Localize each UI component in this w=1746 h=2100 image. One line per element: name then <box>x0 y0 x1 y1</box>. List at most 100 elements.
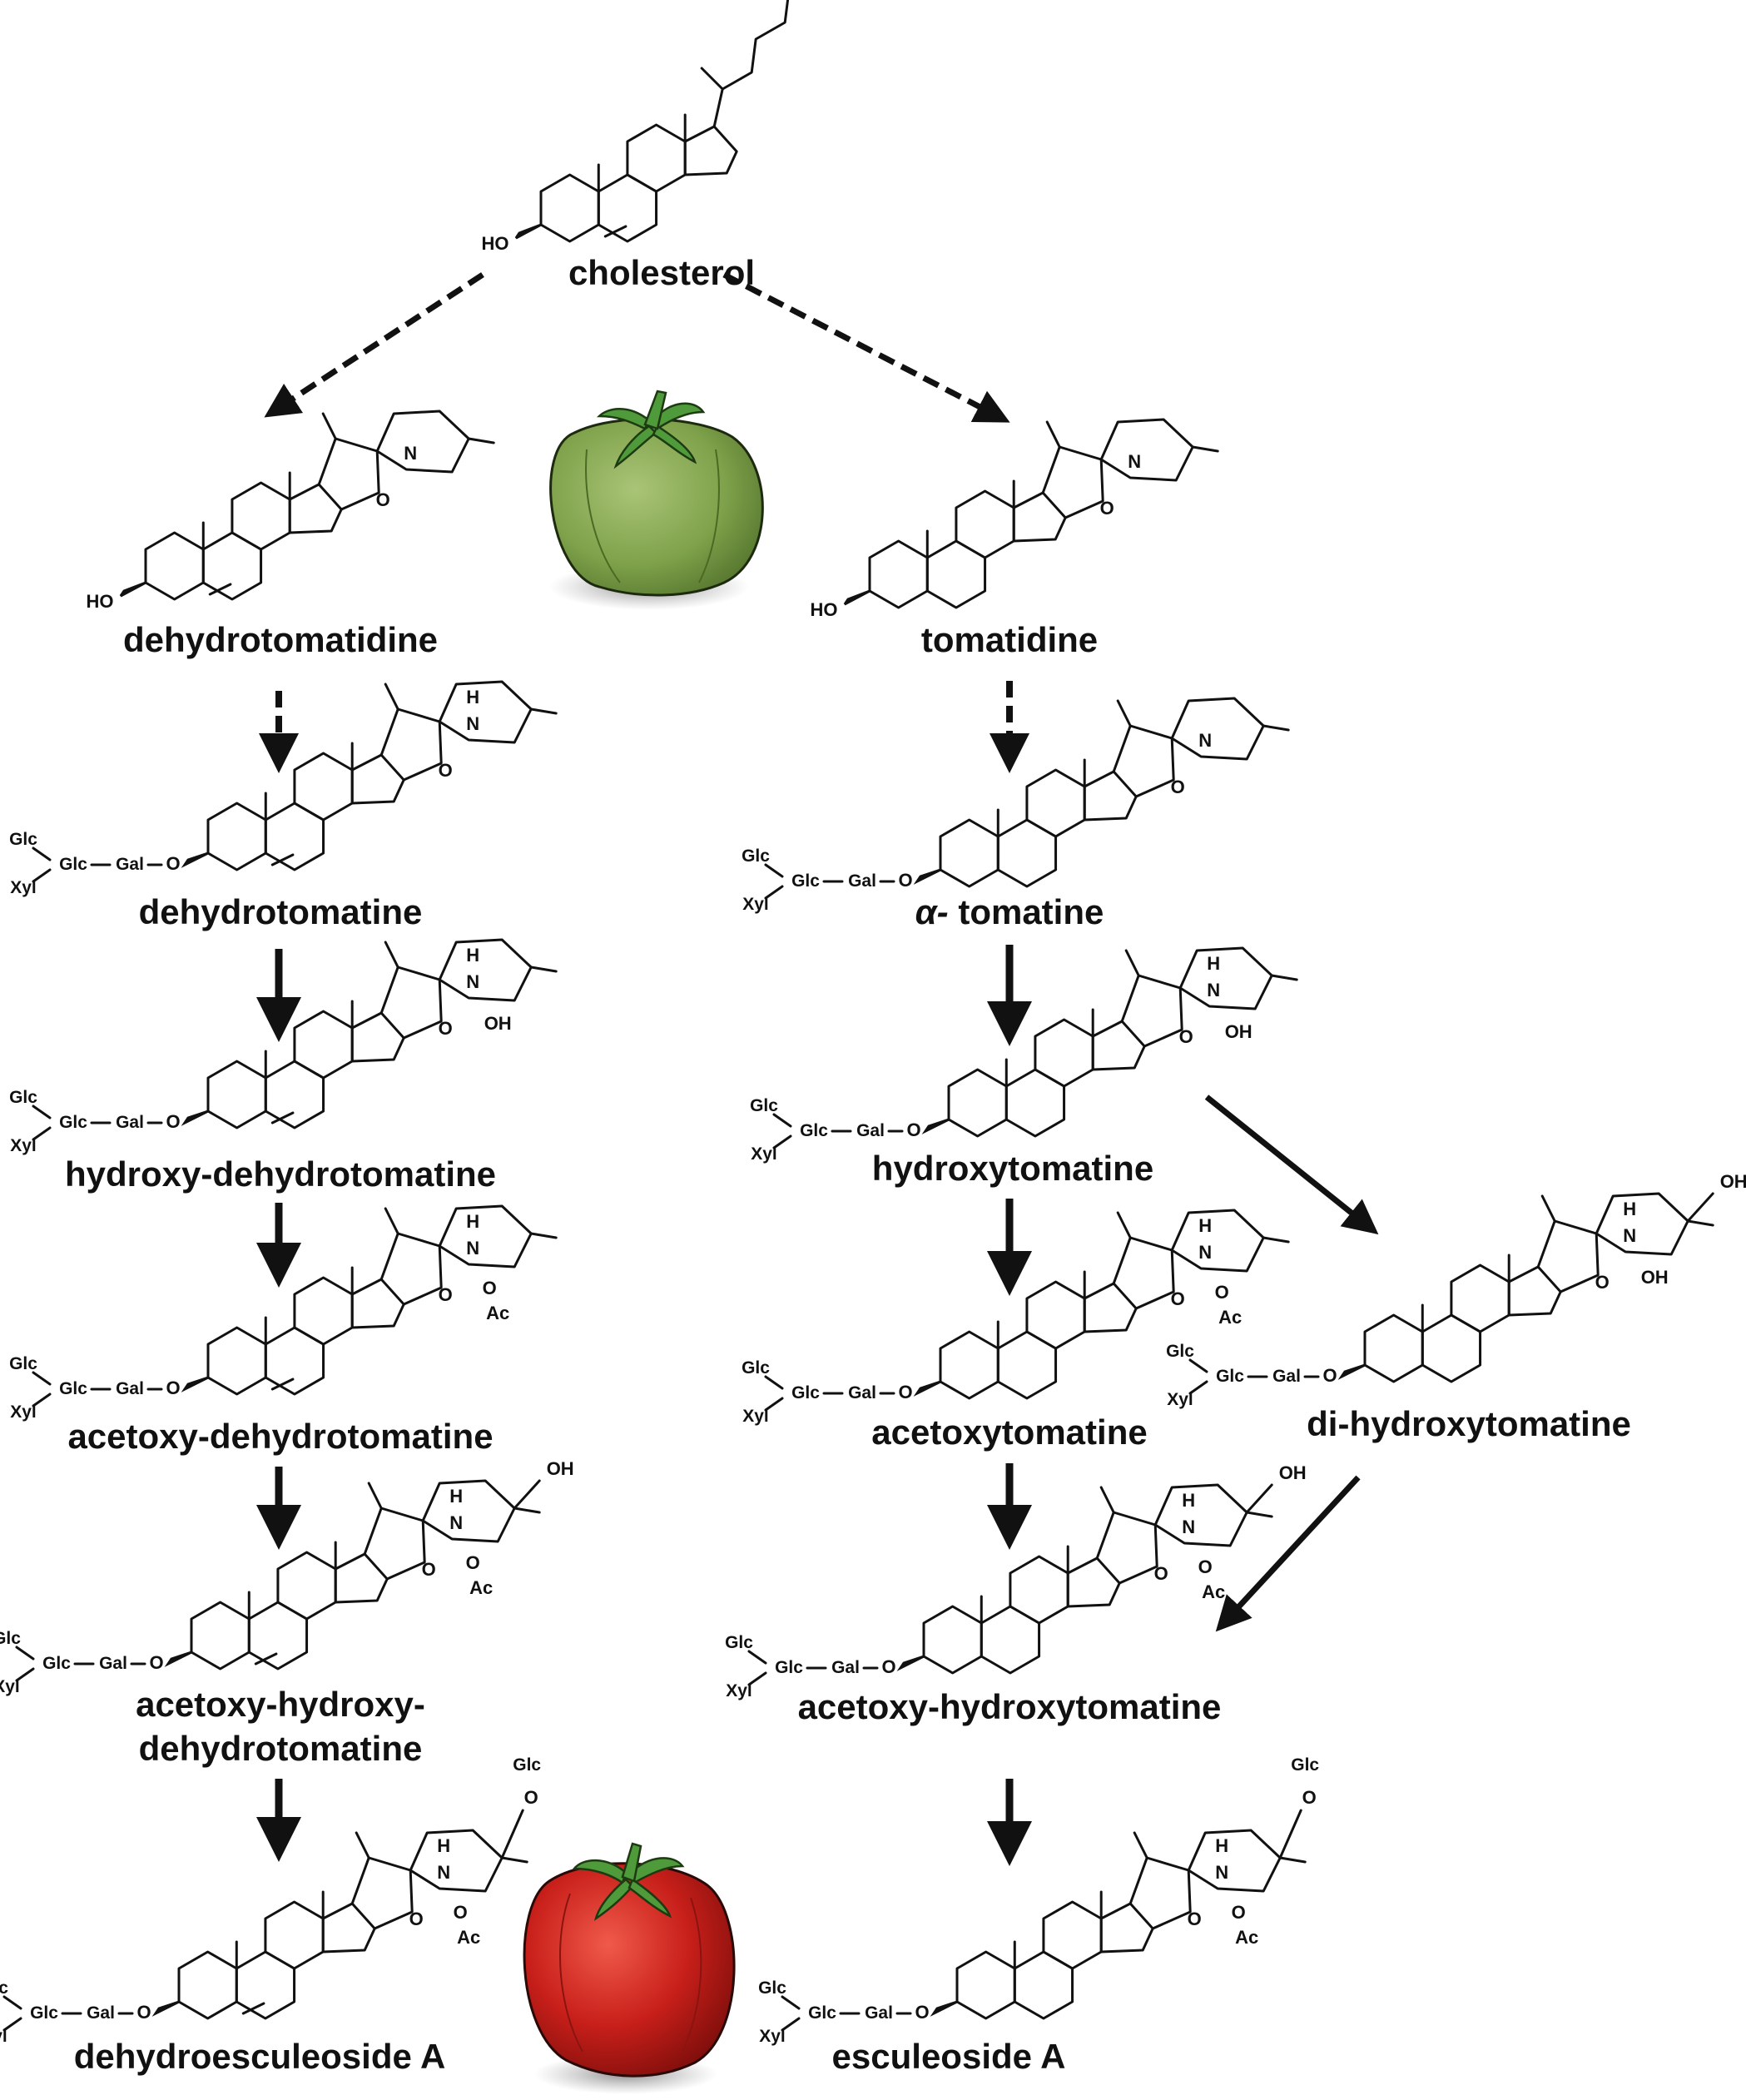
atom-o: O <box>915 2002 929 2023</box>
sugar-glc-1: Glc <box>9 1088 37 1107</box>
ring-c <box>293 752 354 822</box>
ring-f <box>1178 946 1273 1010</box>
ring-e <box>363 1507 426 1581</box>
atom-o-ring: O <box>376 489 390 510</box>
structure-cholesterol: HO <box>482 0 790 254</box>
ring-f <box>1099 418 1194 482</box>
sugar-gal: Gal <box>116 855 144 874</box>
atom-n: N <box>466 971 479 992</box>
atom-o: O <box>906 1120 920 1140</box>
ring-d <box>1099 1902 1154 1954</box>
sugar-glc-27: Glc <box>1291 1755 1319 1775</box>
sugar-glc-2: Glc <box>59 1379 87 1398</box>
xyl-branch <box>764 885 784 900</box>
sugar-glc-2: Glc <box>791 1383 820 1402</box>
atom-ac: Ac <box>1218 1307 1242 1328</box>
ring-f <box>375 410 470 474</box>
sugar-gal: Gal <box>1272 1367 1301 1386</box>
atom-n: N <box>1128 451 1141 472</box>
atom-o: O <box>881 1656 895 1677</box>
ring-b <box>264 1060 325 1129</box>
ring-b <box>235 1950 296 2020</box>
sugar-glc-1: Glc <box>9 830 37 849</box>
arrow-to-di-hydroxytomatine <box>1204 1095 1379 1235</box>
atom-o-ring: O <box>439 760 453 781</box>
methyl-c25 <box>1278 1856 1307 1864</box>
sugar-gal: Gal <box>831 1658 860 1677</box>
ring-a <box>206 1326 267 1396</box>
ring-b <box>264 1326 325 1396</box>
ring-d <box>683 125 738 176</box>
double-bond <box>270 1111 295 1124</box>
glc-branch <box>32 846 52 861</box>
ring-c <box>1450 1263 1510 1333</box>
label-acetoxy-dehydrotomatine: acetoxy-dehydrotomatine <box>67 1417 493 1456</box>
xyl-branch <box>781 2017 801 2032</box>
atom-o: O <box>898 1382 912 1402</box>
atom-o-ring: O <box>422 1559 436 1580</box>
atom-n: N <box>1198 730 1212 751</box>
sugar-glc-1: Glc <box>758 1978 786 1998</box>
atom-h: H <box>466 945 479 966</box>
sugar-glc-2: Glc <box>808 2003 836 2023</box>
atom-n: N <box>404 443 417 464</box>
ring-d <box>1012 491 1067 543</box>
sugar-xyl: Xyl <box>726 1681 752 1700</box>
label-tomatidine: tomatidine <box>921 620 1098 659</box>
atom-ho: HO <box>811 599 838 620</box>
methyl-c20 <box>384 1207 399 1235</box>
ring-b <box>597 173 658 243</box>
sugar-glc-1: Glc <box>750 1096 778 1115</box>
atom-ac: Ac <box>469 1577 493 1598</box>
methyl-c20 <box>1540 1194 1556 1223</box>
double-bond <box>603 225 627 238</box>
sugar-glc-2: Glc <box>800 1121 828 1140</box>
ring-e <box>379 1232 443 1306</box>
ring-e <box>350 1856 414 1930</box>
wedge-bond <box>181 851 209 868</box>
atom-h: H <box>466 687 479 707</box>
ring-c <box>626 123 687 193</box>
sugar-xyl: Xyl <box>759 2027 786 2046</box>
ring-f <box>1170 1209 1265 1273</box>
ring-a <box>947 1068 1008 1138</box>
ring-b <box>925 539 987 609</box>
label-alpha-tomatine: α- tomatine <box>915 892 1104 931</box>
ring-b <box>980 1605 1041 1675</box>
sugar-gal: Gal <box>99 1654 127 1673</box>
methyl-c20 <box>1124 949 1140 977</box>
wedge-bond <box>921 1118 950 1134</box>
atom-o-ac: O <box>483 1278 497 1298</box>
sugar-glc-1: Glc <box>9 1354 37 1373</box>
methyl-c25 <box>529 707 558 715</box>
sugar-gal: Gal <box>87 2003 115 2023</box>
label-hydroxy-dehydrotomatine: hydroxy-dehydrotomatine <box>65 1154 496 1194</box>
sugar-glc-2: Glc <box>791 871 820 891</box>
ch2o <box>500 1809 524 1859</box>
ring-e <box>1128 1856 1192 1930</box>
ring-f <box>438 680 533 744</box>
ring-d <box>1083 770 1138 822</box>
sugar-xyl: Xyl <box>742 895 769 914</box>
sugar-glc-1: Glc <box>725 1633 753 1652</box>
atom-o-ac: O <box>454 1902 468 1923</box>
wedge-bond <box>164 1651 192 1667</box>
xyl-branch <box>1188 1380 1208 1395</box>
sugar-xyl: Xyl <box>10 1136 37 1155</box>
ch2o <box>1278 1809 1302 1859</box>
glc-branch <box>764 863 784 878</box>
atom-o-ring: O <box>1154 1563 1168 1584</box>
atom-oh-27: OH <box>1279 1462 1307 1483</box>
ring-f <box>1153 1483 1248 1547</box>
methyl-c20 <box>1099 1486 1115 1514</box>
ch2oh <box>513 1479 541 1510</box>
wedge-bond <box>896 1655 925 1671</box>
ring-f <box>1187 1829 1282 1893</box>
methyl-c20 <box>1133 1831 1148 1859</box>
methyl-c25 <box>529 966 558 973</box>
sugar-xyl: Xyl <box>0 1677 20 1696</box>
atom-ac: Ac <box>457 1927 480 1948</box>
